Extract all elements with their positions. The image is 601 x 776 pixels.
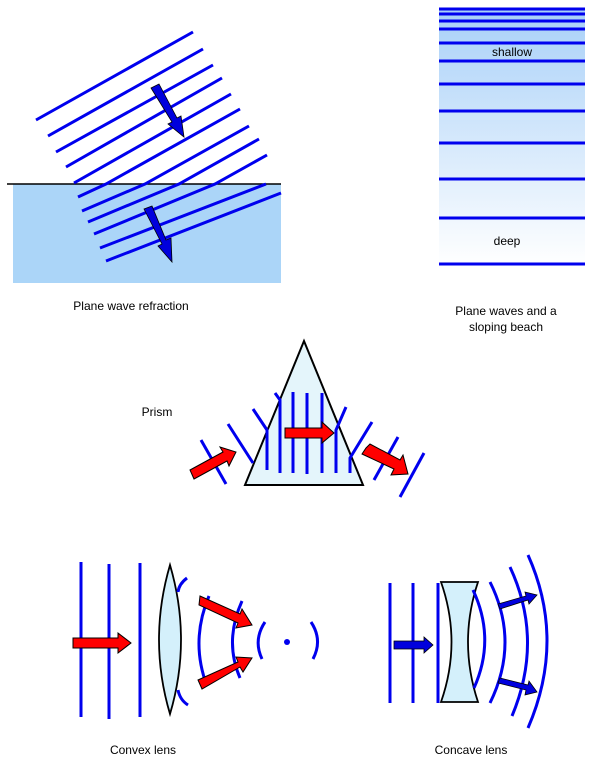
water-region <box>13 184 281 283</box>
direction-arrow-icon <box>150 83 185 138</box>
caption-concave: Concave lens <box>435 743 508 757</box>
concave-lens-shape <box>439 581 480 703</box>
caption-prism: Prism <box>142 405 173 419</box>
caption-convex: Convex lens <box>110 743 176 757</box>
label-shallow: shallow <box>492 45 532 59</box>
convex-lens-diagram: Convex lens <box>72 561 319 757</box>
direction-arrow-icon <box>497 591 538 610</box>
direction-arrow-icon <box>72 631 132 655</box>
direction-arrow-icon <box>143 205 173 264</box>
convex-lens-shape <box>158 561 182 718</box>
concave-lens-diagram: Concave lens <box>388 554 549 757</box>
refraction-diagram: Plane wave refraction <box>7 30 282 313</box>
caption-beach-line1: Plane waves and a <box>455 304 557 318</box>
direction-arrow-icon <box>197 656 253 690</box>
prism-wavefronts <box>199 392 426 498</box>
direction-arrow-icon <box>393 636 434 654</box>
caption-refraction: Plane wave refraction <box>73 299 188 313</box>
beach-depth-gradient <box>439 8 585 265</box>
prism-diagram: Prism <box>142 338 426 498</box>
direction-arrow-icon <box>497 677 538 696</box>
caption-beach-line2: sloping beach <box>469 320 543 334</box>
beach-wavefronts <box>439 7 585 266</box>
direction-arrow-icon <box>198 595 253 629</box>
label-deep: deep <box>494 234 521 248</box>
beach-diagram: shallow deep Plane waves and a sloping b… <box>439 7 585 334</box>
prism-shape <box>243 338 365 486</box>
direction-arrow-icon <box>189 446 237 480</box>
wavefronts <box>35 30 282 263</box>
direction-arrow-icon <box>361 443 409 476</box>
direction-arrow-icon <box>284 420 335 445</box>
focal-point <box>284 639 290 645</box>
